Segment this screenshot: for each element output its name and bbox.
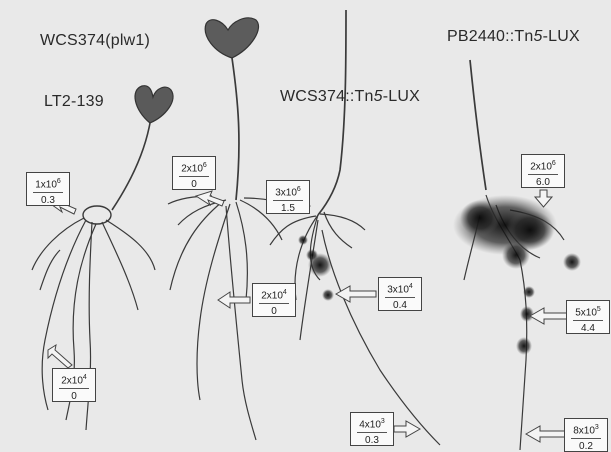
luminescence-value: 0.2 <box>565 439 607 452</box>
callout-wcs374-top: 3x106 1.5 <box>266 180 310 214</box>
arrow-pb2440-bottom <box>526 426 566 442</box>
cotyledon-plw1 <box>205 18 258 58</box>
callout-pb2440-top: 2x106 6.0 <box>521 154 565 188</box>
luminescence-value: 0.4 <box>379 298 421 313</box>
cfu-count: 3x106 <box>273 182 303 201</box>
callout-pb2440-mid: 5x105 4.4 <box>566 300 610 334</box>
callout-wcs374-mid: 3x104 0.4 <box>378 277 422 311</box>
arrow-wcs374-mid <box>336 286 376 302</box>
seedling-wcs374-tn5 <box>270 10 440 445</box>
cfu-count: 2x106 <box>528 156 558 175</box>
cfu-count: 4x103 <box>357 414 387 433</box>
arrow-wcs374-bottom <box>394 421 420 437</box>
luminescence-value: 0.3 <box>351 433 393 448</box>
luminescence-pb2440 <box>453 195 581 355</box>
arrow-pb2440-mid <box>530 308 568 324</box>
luminescence-wcs374 <box>298 235 334 301</box>
seedling-wcs374-plw1 <box>168 18 290 440</box>
cfu-count: 1x106 <box>33 174 63 193</box>
luminescence-value: 4.4 <box>567 321 609 336</box>
luminescence-value: 0 <box>173 177 215 192</box>
label-wcs374-tn5-lux: WCS374::Tn5-LUX <box>280 88 420 106</box>
luminescence-value: 0 <box>53 389 95 404</box>
cfu-count: 2x104 <box>259 285 289 304</box>
cfu-count: 2x106 <box>179 158 209 177</box>
callout-pb2440-bottom: 8x103 0.2 <box>564 418 608 452</box>
label-pb2440-tn5-lux: PB2440::Tn5-LUX <box>447 28 580 46</box>
callout-wcs374-bottom: 4x103 0.3 <box>350 412 394 446</box>
luminescence-value: 1.5 <box>267 201 309 216</box>
cfu-count: 8x103 <box>571 420 601 439</box>
callout-lt2-top: 1x106 0.3 <box>26 172 70 206</box>
cfu-count: 2x104 <box>59 370 89 389</box>
label-wcs374-plw1: WCS374(plw1) <box>40 32 150 50</box>
cfu-count: 5x105 <box>573 302 603 321</box>
cotyledon-lt2 <box>135 86 173 123</box>
label-lt2-139: LT2-139 <box>44 93 104 111</box>
callout-lt2-bottom: 2x104 0 <box>52 368 96 402</box>
luminescence-value: 0 <box>253 304 295 319</box>
arrow-plw1-top <box>196 191 224 206</box>
luminescence-value: 6.0 <box>522 175 564 190</box>
callout-plw1-top: 2x106 0 <box>172 156 216 190</box>
callout-plw1-bottom: 2x104 0 <box>252 283 296 317</box>
luminescence-value: 0.3 <box>27 193 69 208</box>
arrow-lt2-bottom <box>48 345 72 368</box>
cfu-count: 3x104 <box>385 279 415 298</box>
